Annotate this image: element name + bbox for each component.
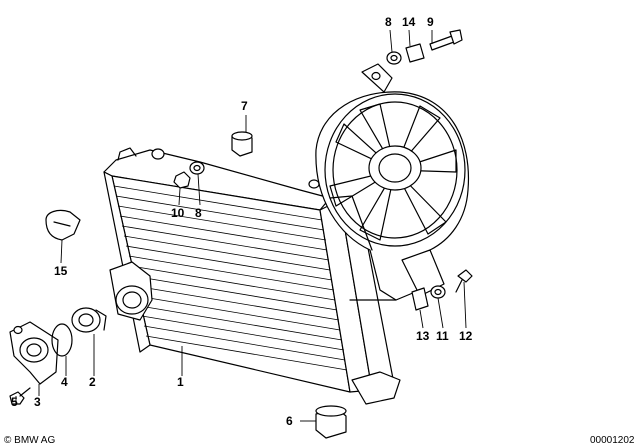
part-12-screw xyxy=(455,269,473,293)
callout-14: 14 xyxy=(402,15,416,29)
part-8-grommet-upper xyxy=(386,51,402,65)
part-13-clip xyxy=(411,287,429,311)
copyright-label: © BMW AG xyxy=(4,435,55,446)
callout-6: 6 xyxy=(286,414,293,428)
callout-15: 15 xyxy=(54,264,68,278)
part-3-thermostat-cover xyxy=(9,321,59,385)
part-9-bolt xyxy=(429,29,463,51)
callout-7: 7 xyxy=(241,99,248,113)
part-6-rubber-buffer xyxy=(315,405,347,439)
callout-8-lower: 8 xyxy=(195,206,202,220)
diagram-number: 00001202 xyxy=(590,435,635,446)
fan-shroud-assembly xyxy=(315,63,470,301)
part-14-sleeve xyxy=(405,43,425,63)
callout-5: 5 xyxy=(11,395,18,409)
callout-3: 3 xyxy=(34,395,41,409)
callout-1: 1 xyxy=(177,375,184,389)
part-2-thermostat xyxy=(71,307,107,333)
part-5-screw xyxy=(9,387,31,405)
callout-12: 12 xyxy=(459,329,473,343)
part-8-grommet-lower xyxy=(189,161,205,175)
part-15-hose-clip xyxy=(45,209,81,241)
radiator xyxy=(103,147,401,405)
part-10-nut xyxy=(173,171,191,189)
part-4-o-ring xyxy=(51,323,73,357)
callout-11: 11 xyxy=(436,329,449,343)
callout-4: 4 xyxy=(61,375,68,389)
callout-labels: 1 2 3 4 5 6 7 8 8 9 10 11 12 13 14 15 xyxy=(11,15,473,428)
leader-lines xyxy=(15,29,467,422)
part-7-rubber-mount xyxy=(231,131,253,157)
callout-13: 13 xyxy=(416,329,430,343)
callout-10: 10 xyxy=(171,206,185,220)
callout-2: 2 xyxy=(89,375,96,389)
callout-8-upper: 8 xyxy=(385,15,392,29)
part-11-grommet xyxy=(430,285,446,299)
callout-9: 9 xyxy=(427,15,434,29)
